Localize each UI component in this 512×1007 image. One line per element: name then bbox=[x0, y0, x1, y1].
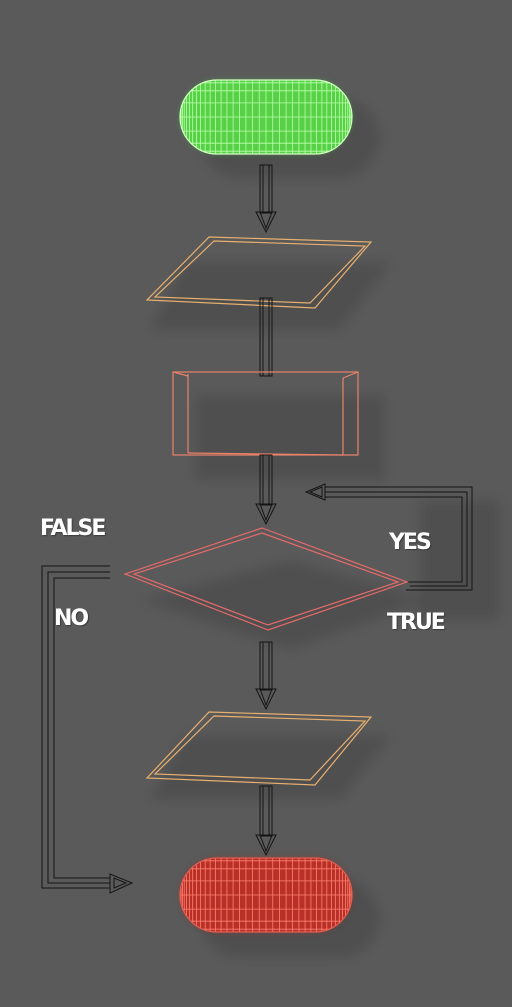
arrow-start-to-input bbox=[255, 164, 277, 234]
end-terminal bbox=[179, 857, 353, 933]
arrow-output-to-end bbox=[255, 785, 277, 857]
start-terminal bbox=[179, 79, 353, 155]
arrow-input-to-process bbox=[259, 297, 273, 377]
decision-diamond bbox=[123, 527, 409, 631]
false-branch-connector bbox=[41, 565, 134, 894]
yes-label: YES bbox=[389, 530, 432, 555]
false-label: FALSE bbox=[40, 516, 106, 541]
input-parallelogram bbox=[145, 236, 373, 309]
true-label: TRUE bbox=[387, 610, 446, 635]
shadow-layer bbox=[140, 98, 500, 958]
output-parallelogram bbox=[145, 711, 373, 786]
loop-back-connector bbox=[304, 483, 473, 591]
no-label: NO bbox=[54, 606, 89, 631]
arrow-process-to-decision bbox=[255, 454, 277, 526]
arrow-decision-to-output bbox=[255, 641, 277, 711]
